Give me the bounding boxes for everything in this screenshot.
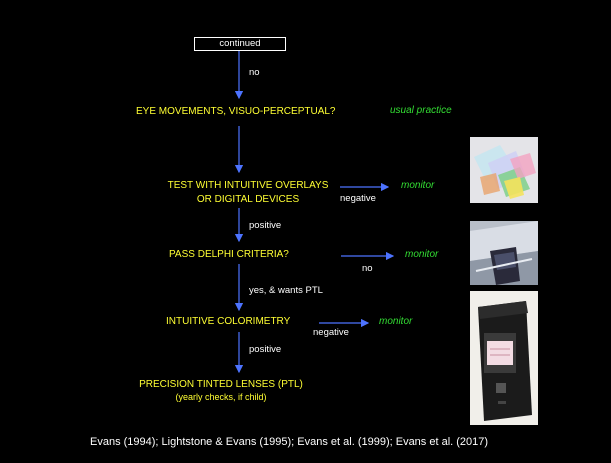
- node-test-overlays-line1: TEST WITH INTUITIVE OVERLAYS: [167, 180, 329, 191]
- outcome-monitor-2: monitor: [405, 249, 439, 260]
- label-no-2: no: [362, 263, 373, 274]
- label-no-1: no: [249, 67, 260, 78]
- overlays-photo: [470, 137, 538, 203]
- colorimeter-photo: [470, 291, 538, 425]
- digital-device-photo: [470, 221, 538, 285]
- node-test-overlays-line2: OR DIGITAL DEVICES: [196, 194, 300, 205]
- overlays-image: [470, 137, 538, 203]
- label-positive-2: positive: [249, 344, 282, 355]
- outcome-usual-practice: usual practice: [390, 105, 452, 116]
- label-yes-wants-ptl: yes, & wants PTL: [249, 285, 323, 296]
- label-positive-1: positive: [249, 220, 282, 231]
- node-precision-lenses: PRECISION TINTED LENSES (PTL): [139, 379, 303, 390]
- node-precision-lenses-note: (yearly checks, if child): [175, 392, 267, 402]
- node-eye-movements: EYE MOVEMENTS, VISUO-PERCEPTUAL?: [136, 106, 336, 117]
- label-negative-1: negative: [340, 193, 376, 204]
- outcome-monitor-1: monitor: [401, 180, 435, 191]
- digital-device-image: [470, 221, 538, 285]
- node-pass-delphi: PASS DELPHI CRITERIA?: [169, 249, 289, 260]
- citation: Evans (1994); Lightstone & Evans (1995);…: [90, 436, 489, 448]
- label-negative-2: negative: [313, 327, 349, 338]
- colorimeter-image: [470, 291, 538, 425]
- continued-box: continued: [194, 37, 286, 51]
- outcome-monitor-3: monitor: [379, 316, 413, 327]
- node-intuitive-colorimetry: INTUITIVE COLORIMETRY: [166, 316, 291, 327]
